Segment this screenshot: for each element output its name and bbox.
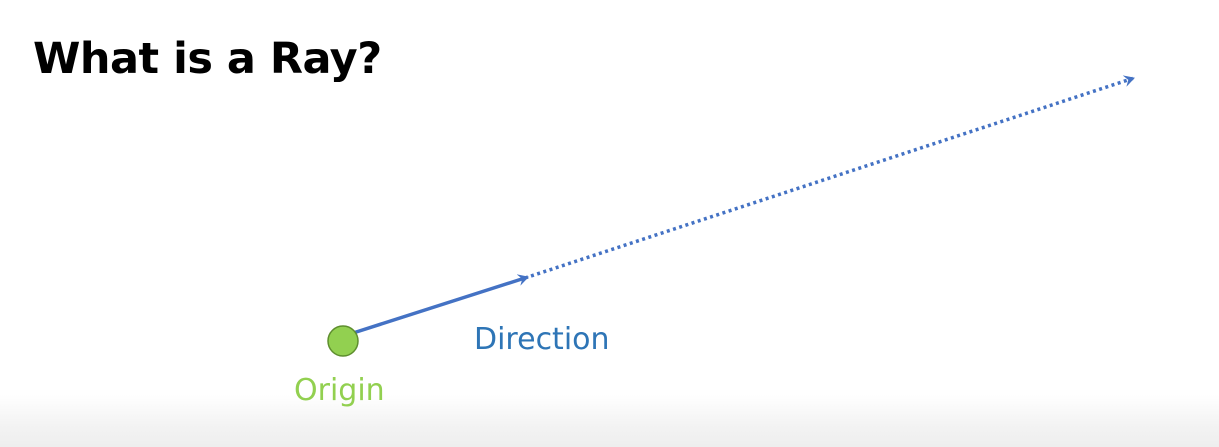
direction-label: Direction [474, 322, 610, 357]
direction-vector-arrow [349, 274, 529, 336]
page-title: What is a Ray? [33, 34, 382, 84]
origin-label: Origin [294, 373, 385, 408]
origin-point [327, 325, 359, 357]
ray-extension-dotted-arrow [530, 75, 1135, 278]
